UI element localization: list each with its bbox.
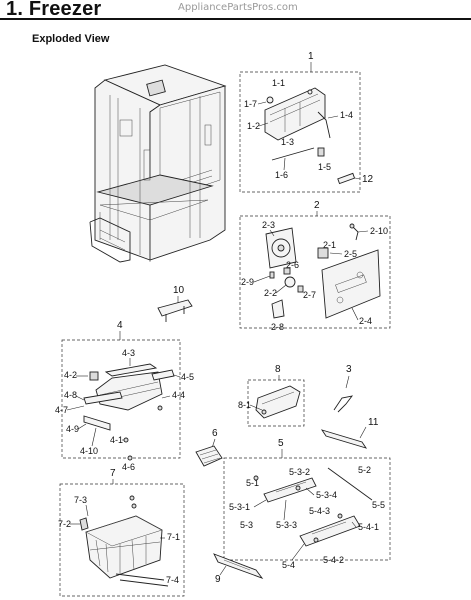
callout-label-g4: 4 xyxy=(117,320,123,331)
callout-label-c2-4: 2-4 xyxy=(359,316,372,326)
callout-label-c5-3: 5-3 xyxy=(240,520,253,530)
callout-label-c2-10: 2-10 xyxy=(370,226,388,236)
group-2: 2 2-3 2-10 2-1 2-5 2-6 2-9 2-2 xyxy=(239,200,391,332)
callout-label-c5-4-1: 5-4-1 xyxy=(358,522,379,532)
group-4: 4 4-3 4-2 4-5 4-8 4-4 4-7 4-9 xyxy=(55,320,194,472)
callout-label-c4-10: 4-10 xyxy=(80,446,98,456)
freezer-cabinet xyxy=(89,64,227,263)
callout-label-c5-5: 5-5 xyxy=(372,500,385,510)
callout-label-c2-2: 2-2 xyxy=(264,288,277,298)
callout-label-c7-2: 7-2 xyxy=(58,519,71,529)
callout-label-c4-4: 4-4 xyxy=(172,390,185,400)
group-9: 9 xyxy=(213,553,264,585)
callout-label-c2-5: 2-5 xyxy=(344,249,357,259)
callout-label-g1: 1 xyxy=(308,51,314,62)
callout-label-g8: 8 xyxy=(275,364,281,375)
callout-label-c7-4: 7-4 xyxy=(166,575,179,585)
page-title: 1. Freezer xyxy=(6,0,102,20)
callout-label-c7-1: 7-1 xyxy=(167,532,180,542)
callout-label-c4-8: 4-8 xyxy=(64,390,77,400)
callout-label-g6: 6 xyxy=(212,428,218,439)
callout-label-c4-5: 4-5 xyxy=(181,372,194,382)
callout-label-c1-7: 1-7 xyxy=(244,99,257,109)
callout-label-g9: 9 xyxy=(215,574,221,585)
callout-label-g10: 10 xyxy=(173,285,185,296)
callout-label-c1-5: 1-5 xyxy=(318,162,331,172)
group-11: 11 xyxy=(320,417,379,449)
callout-label-c4-3: 4-3 xyxy=(122,348,135,358)
callout-label-g7: 7 xyxy=(110,468,116,479)
callout-label-c2-9: 2-9 xyxy=(241,277,254,287)
group-1: 1 1-1 1-7 1-2 1-4 1-3 1-5 1-6 xyxy=(239,51,361,193)
group-7: 7 7-3 7-2 7-1 7-4 xyxy=(58,468,185,597)
callout-label-g11: 11 xyxy=(368,417,379,428)
callout-label-c1-2: 1-2 xyxy=(247,121,260,131)
callout-label-c1-6: 1-6 xyxy=(275,170,288,180)
callout-label-c5-3-3: 5-3-3 xyxy=(276,520,297,530)
section-title: Exploded View xyxy=(32,33,110,45)
callout-label-c1-1: 1-1 xyxy=(272,78,285,88)
group-6: 6 xyxy=(195,428,223,467)
callout-label-c4-6: 4-6 xyxy=(122,462,135,472)
callout-label-g3: 3 xyxy=(346,364,352,375)
callout-label-c2-1: 2-1 xyxy=(323,240,336,250)
callout-label-c5-2: 5-2 xyxy=(358,465,371,475)
callout-label-c4-9: 4-9 xyxy=(66,424,79,434)
callout-label-c1-4: 1-4 xyxy=(340,110,353,120)
page-header: 1. Freezer AppliancePartsPros.com xyxy=(0,0,471,24)
callout-label-c5-1: 5-1 xyxy=(246,478,259,488)
group-12: 12 xyxy=(337,172,374,185)
callout-label-g5: 5 xyxy=(278,438,284,449)
callout-label-c4-7: 4-7 xyxy=(55,405,68,415)
callout-label-c5-3-4: 5-3-4 xyxy=(316,490,337,500)
callout-label-g2: 2 xyxy=(314,200,320,211)
callout-label-c4-1: 4-1 xyxy=(110,435,123,445)
callout-label-g12: 12 xyxy=(362,174,374,185)
group-5: 5 5-3-2 5-2 5-1 5-3-4 5-5 5-3-1 5-4-3 5-… xyxy=(223,438,391,570)
callout-label-c7-3: 7-3 xyxy=(74,495,87,505)
header-rule xyxy=(0,18,471,20)
group-10: 10 xyxy=(157,285,193,322)
callout-label-c5-4-3: 5-4-3 xyxy=(309,506,330,516)
callout-label-c2-6: 2-6 xyxy=(286,260,299,270)
callout-label-c2-3: 2-3 xyxy=(262,220,275,230)
callout-label-c5-4-2: 5-4-2 xyxy=(323,555,344,565)
callout-label-c4-2: 4-2 xyxy=(64,370,77,380)
group-8: 8 8-1 xyxy=(238,364,305,427)
callout-label-c8-1: 8-1 xyxy=(238,400,251,410)
watermark-text: AppliancePartsPros.com xyxy=(178,2,298,13)
callout-label-c2-8: 2-8 xyxy=(271,322,284,332)
callout-label-c2-7: 2-7 xyxy=(303,290,316,300)
callout-label-c5-3-1: 5-3-1 xyxy=(229,502,250,512)
callout-label-c1-3: 1-3 xyxy=(281,137,294,147)
callout-label-c5-4: 5-4 xyxy=(282,560,295,570)
callout-label-c5-3-2: 5-3-2 xyxy=(289,467,310,477)
group-3: 3 xyxy=(333,364,354,413)
